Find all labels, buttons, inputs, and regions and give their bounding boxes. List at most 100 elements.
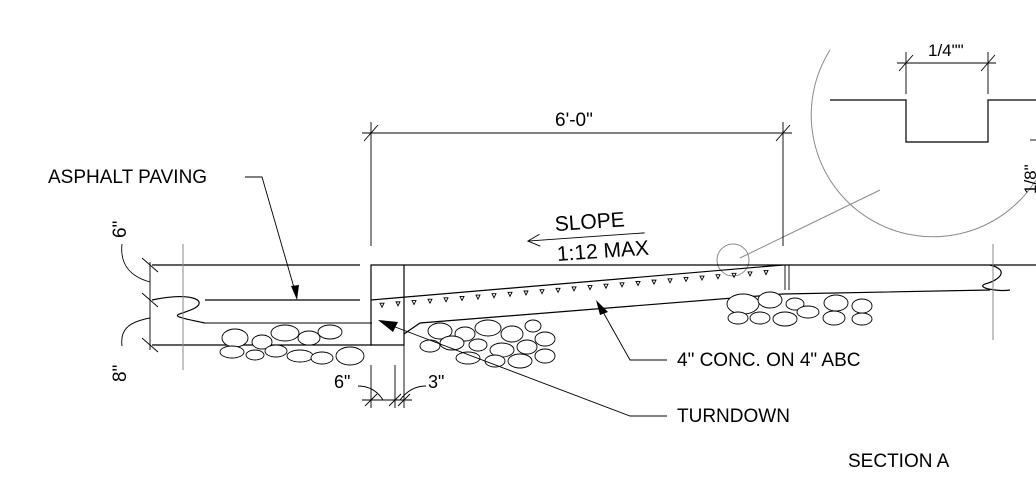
- concrete-stipple-mark: [699, 275, 705, 282]
- aggregate-rock: [785, 297, 805, 311]
- concrete-stipple-mark: [459, 295, 465, 302]
- detail-width-tick-left: [898, 54, 914, 72]
- concrete-stipple-mark: [443, 297, 449, 303]
- turndown-tick-right: [397, 393, 411, 407]
- detail-leader-line: [739, 189, 881, 259]
- detail-groove-profile: [830, 99, 1036, 143]
- concrete-stipple-mark: [747, 271, 753, 277]
- detail-width-dim-label: 1/4"": [928, 41, 964, 60]
- turndown-offset-leader: [399, 385, 427, 401]
- asphalt-paving-arrowhead: [291, 285, 299, 300]
- aggregate-rock: [851, 312, 873, 326]
- aggregate-rock: [796, 305, 820, 319]
- concrete-stipple-mark: [683, 276, 689, 283]
- concrete-stipple-mark: [587, 285, 593, 291]
- turndown-block: [370, 264, 405, 346]
- aggregate-rock: [727, 311, 749, 325]
- aggregate-rock: [524, 319, 542, 333]
- asphalt-depth-leader: [121, 243, 151, 283]
- turndown-tick-mid: [388, 393, 402, 407]
- concrete-stipple-mark: [427, 298, 433, 305]
- concrete-stipple-mark: [603, 283, 609, 290]
- concrete-stipple-mark: [555, 287, 561, 294]
- aggregate-rock: [516, 339, 538, 355]
- detail-callout-circle: [716, 243, 750, 277]
- aggregate-rock: [468, 338, 488, 352]
- concrete-stipple-mark: [523, 290, 529, 297]
- aggregate-rock: [419, 339, 441, 353]
- right-break-symbol: [982, 264, 1011, 292]
- aggregate-rock: [219, 345, 245, 359]
- aggregate-rock: [264, 344, 288, 358]
- slope-ratio: 1:12 MAX: [556, 237, 650, 266]
- concrete-stipple-mark: [635, 281, 641, 287]
- asphalt-paving-leader: [245, 176, 298, 299]
- left-dim-tick-bot: [141, 337, 159, 353]
- base-depth-label: 8": [110, 365, 131, 382]
- conc-on-abc-leader: [597, 302, 667, 361]
- overall-dim-tick-right: [775, 124, 791, 142]
- detail-circle: [810, 49, 1036, 238]
- slope-arrow: [527, 232, 645, 242]
- concrete-stipple-mark: [395, 301, 401, 307]
- slope-callout: SLOPE 1:12 MAX: [526, 208, 650, 266]
- aggregate-rock: [822, 310, 846, 326]
- aggregate-rock: [500, 325, 524, 343]
- turndown-offset-label: 3": [428, 372, 444, 392]
- turndown-tick-left: [364, 393, 378, 407]
- overall-dim-tick-left: [363, 124, 379, 142]
- aggregate-rock: [310, 351, 334, 365]
- concrete-stipple-mark: [571, 286, 577, 292]
- aggregate-rock: [726, 293, 760, 315]
- turndown-width-label: 6": [334, 372, 350, 392]
- aggregate-rock: [534, 331, 556, 347]
- section-title: SECTION A: [848, 451, 950, 472]
- aggregate-rock: [251, 334, 273, 350]
- asphalt-paving-label: ASPHALT PAVING: [48, 167, 207, 188]
- turndown-label: TURNDOWN: [677, 406, 790, 427]
- aggregate-rock: [270, 324, 300, 342]
- concrete-stipple-mark: [491, 293, 497, 299]
- aggregate-rock: [439, 335, 465, 351]
- turndown-leader: [381, 321, 667, 417]
- aggregate-rock: [221, 328, 249, 348]
- turndown-arrowhead: [378, 320, 398, 332]
- concrete-stipple-mark: [379, 302, 385, 309]
- concrete-stipple-mark: [539, 289, 545, 295]
- slope-word: SLOPE: [554, 208, 625, 236]
- aggregate-rock: [297, 330, 321, 346]
- conc-on-abc-label: 4" CONC. ON 4" ABC: [677, 350, 860, 371]
- base-depth-leader: [121, 317, 151, 347]
- aggregate-rock: [851, 298, 873, 314]
- concrete-stipple-mark: [667, 278, 673, 284]
- concrete-stipple: [379, 270, 769, 309]
- left-dim-tick-mid: [141, 292, 159, 308]
- asphalt-depth-label: 6": [110, 221, 131, 238]
- concrete-stipple-mark: [715, 274, 721, 280]
- turndown-width-leader: [357, 385, 384, 401]
- aggregate-rock: [757, 291, 783, 309]
- aggregate-rock: [317, 324, 343, 340]
- aggregate-rock: [474, 319, 502, 337]
- aggregate-rock: [749, 311, 771, 325]
- left-break-symbol: [151, 296, 206, 324]
- concrete-stipple-mark: [731, 272, 737, 279]
- conc-on-abc-arrowhead: [596, 300, 608, 315]
- detail-width-tick-right: [980, 54, 996, 72]
- concrete-stipple-mark: [475, 294, 481, 301]
- detail-depth-dim-label: 1/8": [1021, 164, 1036, 194]
- concrete-stipple-mark: [619, 282, 625, 288]
- aggregate-rock: [335, 346, 365, 366]
- aggregate-rock: [245, 349, 265, 361]
- overall-dim-label: 6'-0": [555, 110, 593, 131]
- aggregate-rock: [823, 294, 849, 312]
- aggregate-rock: [534, 348, 556, 364]
- concrete-stipple-mark: [763, 270, 769, 276]
- aggregate-rock: [772, 311, 798, 327]
- conc-walk-top: [370, 264, 784, 301]
- slope-arrowhead: [526, 233, 541, 247]
- aggregate-rock: [427, 322, 453, 340]
- aggregate-rock: [507, 353, 533, 369]
- left-dim-tick-top: [141, 257, 159, 273]
